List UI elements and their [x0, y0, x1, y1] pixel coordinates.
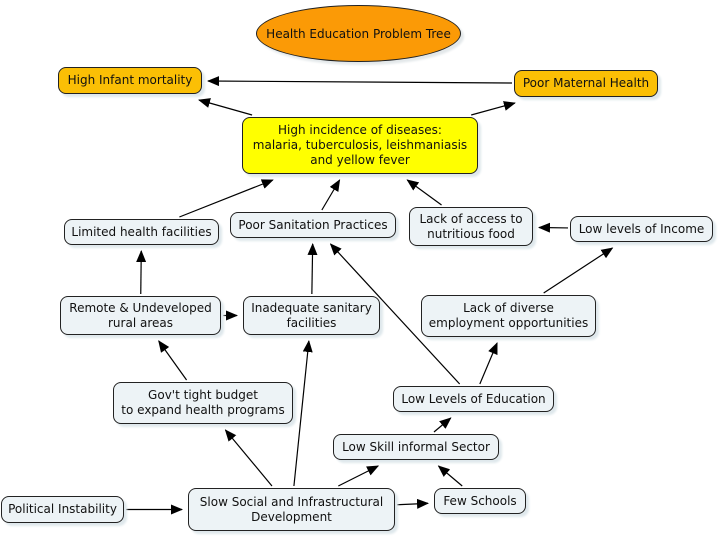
node-label: Poor Sanitation Practices: [238, 217, 388, 232]
node-label-line: rural areas: [108, 315, 173, 330]
edge-slow_development-to-govt_tight_budget: [224, 429, 273, 487]
edge-poor_sanitation_practices-to-core_problem: [321, 179, 341, 211]
node-low-skill-informal-sector[interactable]: Low Skill informal Sector: [333, 434, 499, 460]
edge-slow_development-to-few_schools: [396, 498, 429, 509]
node-label: Few Schools: [443, 493, 517, 508]
edge-poor_maternal_health-to-high_infant_mortality: [207, 76, 513, 87]
node-lack-diverse-employment[interactable]: Lack of diverse employment opportunities: [421, 295, 596, 337]
edge-inadequate_sanitary-to-poor_sanitation_practices: [307, 243, 318, 295]
edge-core_problem-to-high_infant_mortality: [198, 98, 253, 116]
node-govt-tight-budget[interactable]: Gov't tight budget to expand health prog…: [113, 382, 293, 424]
edge-low_skill_informal-to-low_levels_education: [433, 417, 452, 433]
edge-lack_of_access_food-to-core_problem: [406, 179, 442, 206]
node-label: High Infant mortality: [67, 73, 193, 87]
node-label-line: Development: [251, 509, 332, 524]
node-poor-maternal-health[interactable]: Poor Maternal Health: [514, 70, 658, 97]
node-label: Poor Maternal Health: [522, 76, 650, 90]
diagram-title: Health Education Problem Tree: [256, 5, 461, 62]
node-label-line: Lack of diverse: [463, 301, 554, 315]
node-label: Low Levels of Education: [401, 391, 546, 406]
node-few-schools[interactable]: Few Schools: [434, 488, 526, 514]
node-label-line: employment opportunities: [428, 316, 589, 330]
edge-slow_development-to-low_skill_informal: [338, 465, 380, 487]
node-low-levels-income[interactable]: Low levels of Income: [570, 216, 713, 242]
node-label-line: Inadequate sanitary: [251, 300, 372, 315]
node-inadequate-sanitary-facilities[interactable]: Inadequate sanitary facilities: [243, 296, 380, 335]
node-high-infant-mortality[interactable]: High Infant mortality: [58, 67, 202, 94]
node-label-line: and yellow fever: [310, 153, 410, 167]
node-label-line: Lack of access to: [419, 211, 523, 226]
edge-slow_development-to-inadequate_sanitary: [293, 340, 313, 487]
edge-low_levels_education-to-lack_diverse_employment: [479, 342, 498, 385]
node-limited-health-facilities[interactable]: Limited health facilities: [64, 219, 219, 245]
node-label-line: High incidence of diseases:: [278, 123, 442, 137]
node-label-line: Gov't tight budget: [148, 388, 258, 402]
node-low-levels-education[interactable]: Low Levels of Education: [393, 386, 554, 412]
node-label: Political Instability: [8, 502, 117, 516]
node-core-problem[interactable]: High incidence of diseases: malaria, tub…: [242, 117, 478, 174]
node-label: Low levels of Income: [578, 221, 705, 236]
edge-govt_tight_budget-to-remote_rural_areas: [158, 340, 188, 381]
node-remote-rural-areas[interactable]: Remote & Undeveloped rural areas: [60, 296, 221, 335]
edge-core_problem-to-poor_maternal_health: [471, 101, 516, 116]
node-label-line: nutritious food: [427, 226, 515, 241]
node-label-line: facilities: [286, 315, 337, 330]
edge-few_schools-to-low_skill_informal: [437, 465, 463, 487]
node-label-line: to expand health programs: [121, 403, 285, 417]
node-label: Limited health facilities: [71, 224, 212, 239]
node-lack-of-access-food[interactable]: Lack of access to nutritious food: [409, 207, 533, 246]
node-label-line: malaria, tuberculosis, leishmaniasis: [252, 138, 468, 152]
diagram-title-text: Health Education Problem Tree: [266, 26, 451, 41]
node-label: Low Skill informal Sector: [342, 439, 490, 454]
node-political-instability[interactable]: Political Instability: [1, 496, 124, 523]
edge-low_levels_education-to-poor_sanitation_practices: [329, 243, 461, 385]
edge-limited_health_facilities-to-core_problem: [179, 179, 274, 218]
edge-remote_rural_areas-to-limited_health_facilities: [136, 250, 147, 295]
node-label-line: Remote & Undeveloped: [69, 300, 212, 315]
edge-lack_diverse_employment-to-low_levels_income: [543, 247, 614, 294]
node-poor-sanitation-practices[interactable]: Poor Sanitation Practices: [230, 212, 396, 238]
node-label-line: Slow Social and Infrastructural: [199, 494, 384, 509]
node-slow-social-infrastructural-development[interactable]: Slow Social and Infrastructural Developm…: [188, 488, 395, 531]
